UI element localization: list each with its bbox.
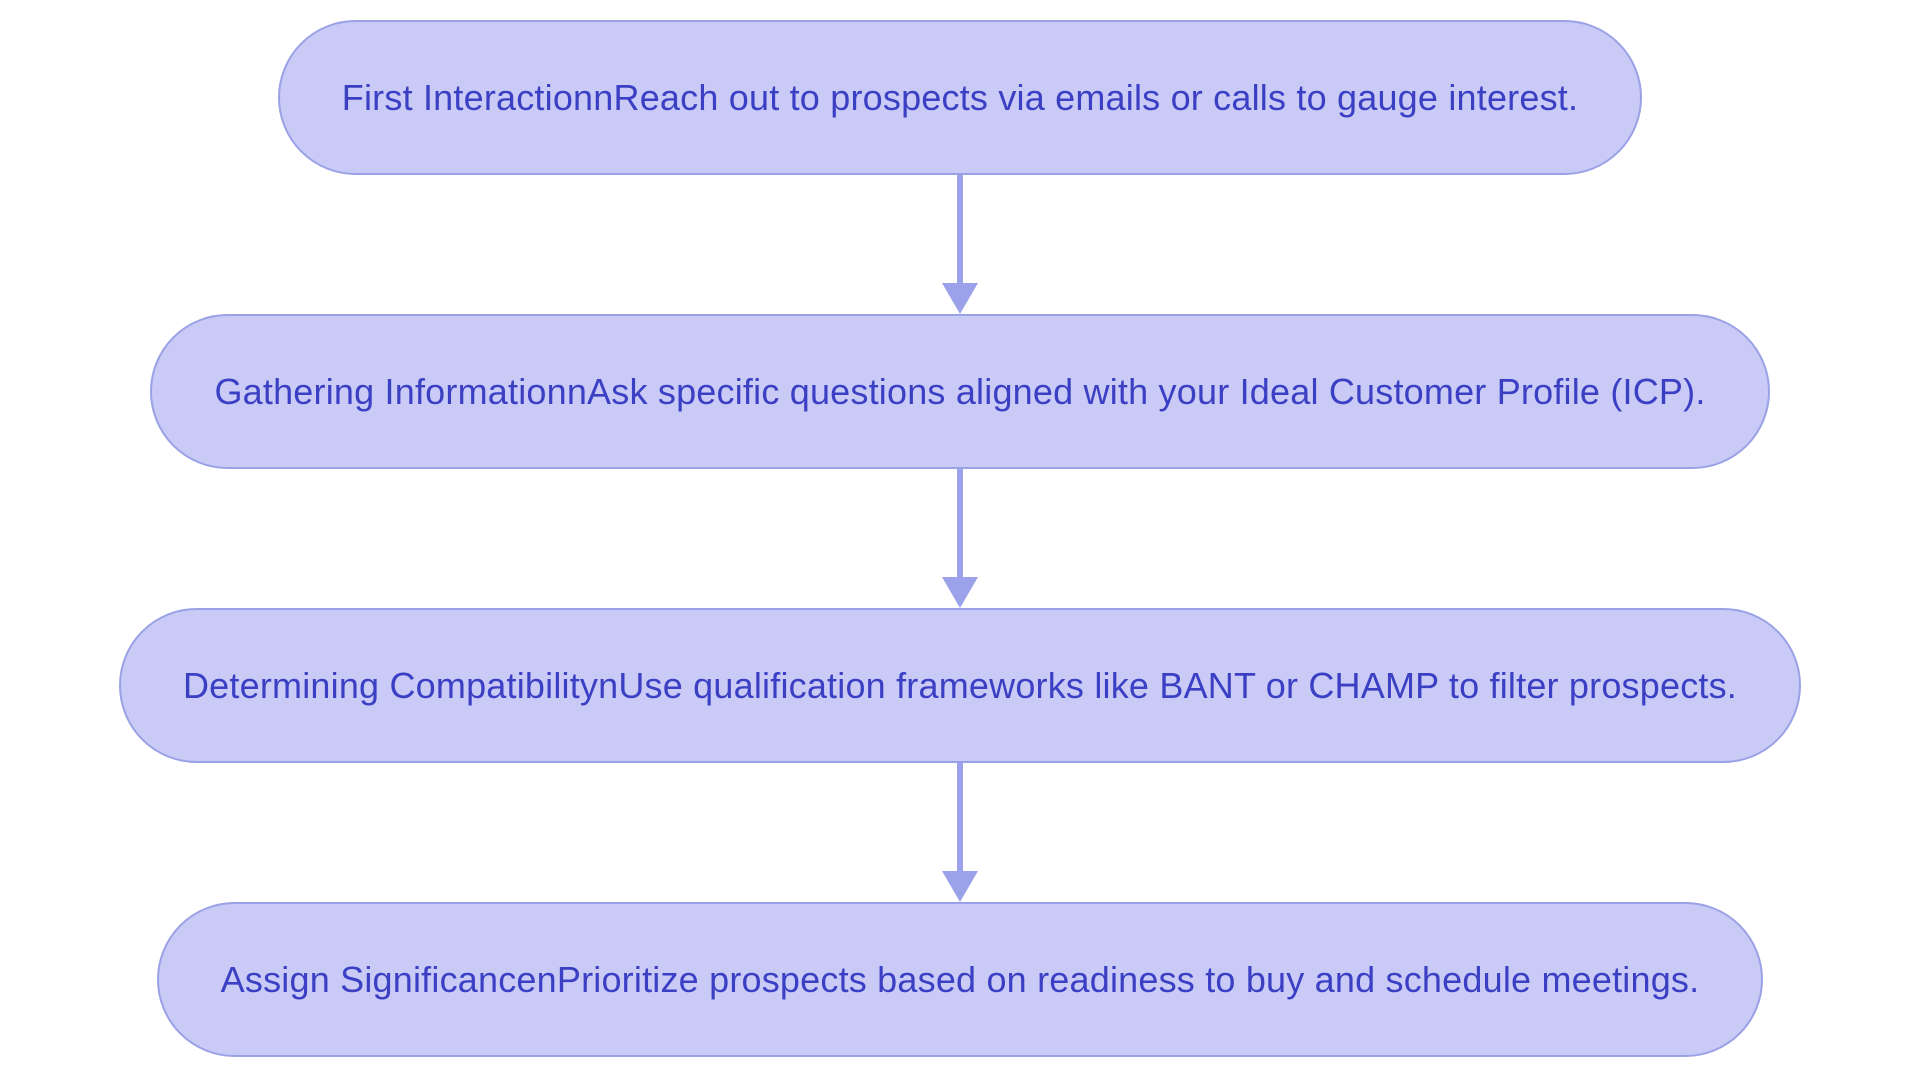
arrow-line <box>957 763 963 873</box>
arrow-down-icon <box>942 871 978 902</box>
down-arrow-2 <box>940 469 980 608</box>
flow-step-4-label: Assign SignificancenPrioritize prospects… <box>220 958 1700 1000</box>
flow-step-3-label: Determining CompatibilitynUse qualificat… <box>182 664 1738 706</box>
arrow-line <box>957 175 963 285</box>
arrow-down-icon <box>942 283 978 314</box>
flow-step-2-label: Gathering InformationnAsk specific quest… <box>214 370 1706 412</box>
flow-step-3: Determining CompatibilitynUse qualificat… <box>118 608 1802 763</box>
flow-step-1-label: First InteractionnReach out to prospects… <box>341 76 1579 118</box>
flow-step-1: First InteractionnReach out to prospects… <box>277 20 1643 175</box>
down-arrow-3 <box>940 763 980 902</box>
flow-step-4: Assign SignificancenPrioritize prospects… <box>156 902 1764 1057</box>
flow-step-2: Gathering InformationnAsk specific quest… <box>150 314 1770 469</box>
down-arrow-1 <box>940 175 980 314</box>
arrow-line <box>957 469 963 579</box>
arrow-down-icon <box>942 577 978 608</box>
